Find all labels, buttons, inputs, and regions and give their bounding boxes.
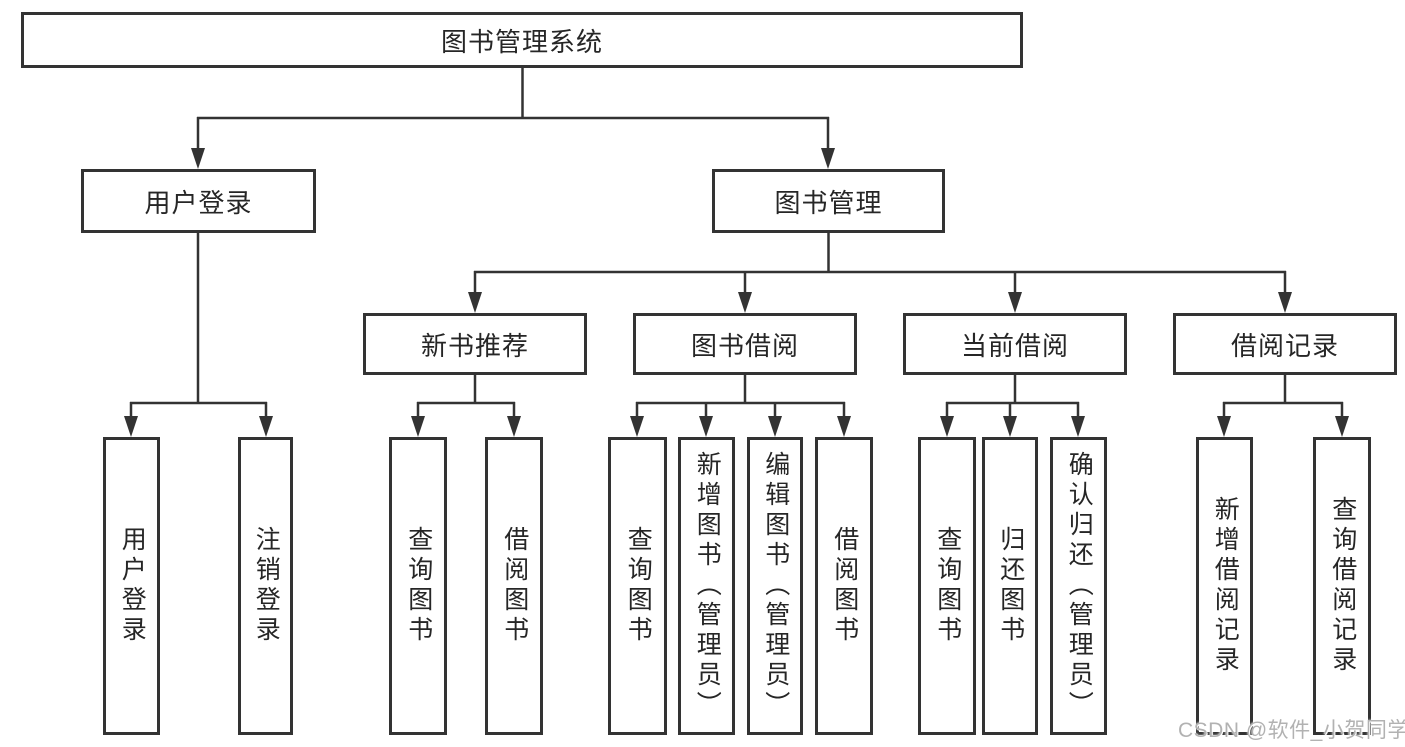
node-leaf-query-book-2: 查询图书 [608, 437, 667, 735]
node-leaf-user-login: 用户登录 [103, 437, 160, 735]
node-leaf-edit-book-label: 编辑图书（管理员） [761, 451, 790, 721]
node-leaf-confirm-return: 确认归还（管理员） [1050, 437, 1107, 735]
node-leaf-query-book-2-label: 查询图书 [624, 526, 653, 646]
node-leaf-query-book-1: 查询图书 [389, 437, 447, 735]
node-current-borrow: 当前借阅 [903, 313, 1127, 375]
node-root: 图书管理系统 [21, 12, 1023, 68]
node-leaf-query-book-3: 查询图书 [918, 437, 976, 735]
node-leaf-borrow-book-1: 借阅图书 [485, 437, 543, 735]
csdn-watermark: CSDN @软件_小贺同学 [1178, 719, 1405, 742]
node-leaf-user-login-label: 用户登录 [118, 526, 147, 646]
node-leaf-query-borrow-record: 查询借阅记录 [1313, 437, 1371, 735]
node-book-management: 图书管理 [712, 169, 945, 233]
node-leaf-query-borrow-record-label: 查询借阅记录 [1328, 496, 1357, 676]
node-leaf-query-book-1-label: 查询图书 [404, 526, 433, 646]
arrowhead-icons [124, 148, 1349, 437]
node-leaf-borrow-book-2: 借阅图书 [815, 437, 873, 735]
node-user-login: 用户登录 [81, 169, 316, 233]
node-leaf-confirm-return-label: 确认归还（管理员） [1065, 451, 1094, 721]
node-leaf-query-book-3-label: 查询图书 [933, 526, 962, 646]
node-user-login-label: 用户登录 [144, 187, 253, 218]
node-borrow-record: 借阅记录 [1173, 313, 1397, 375]
node-leaf-logout: 注销登录 [238, 437, 293, 735]
node-leaf-return-book-label: 归还图书 [996, 526, 1025, 646]
node-borrow-record-label: 借阅记录 [1230, 330, 1339, 361]
node-book-borrow-label: 图书借阅 [690, 330, 799, 361]
node-leaf-add-book: 新增图书（管理员） [678, 437, 735, 735]
node-leaf-edit-book: 编辑图书（管理员） [747, 437, 803, 735]
node-leaf-borrow-book-2-label: 借阅图书 [830, 526, 859, 646]
node-book-management-label: 图书管理 [774, 187, 883, 218]
node-book-borrow: 图书借阅 [633, 313, 857, 375]
node-current-borrow-label: 当前借阅 [960, 330, 1069, 361]
node-leaf-add-borrow-record-label: 新增借阅记录 [1211, 496, 1240, 676]
node-leaf-add-book-label: 新增图书（管理员） [693, 451, 722, 721]
node-leaf-logout-label: 注销登录 [252, 526, 281, 646]
node-leaf-add-borrow-record: 新增借阅记录 [1196, 437, 1253, 735]
node-leaf-borrow-book-1-label: 借阅图书 [500, 526, 529, 646]
node-new-book-recommend-label: 新书推荐 [420, 330, 529, 361]
node-new-book-recommend: 新书推荐 [363, 313, 587, 375]
node-leaf-return-book: 归还图书 [982, 437, 1038, 735]
node-root-label: 图书管理系统 [440, 26, 603, 57]
